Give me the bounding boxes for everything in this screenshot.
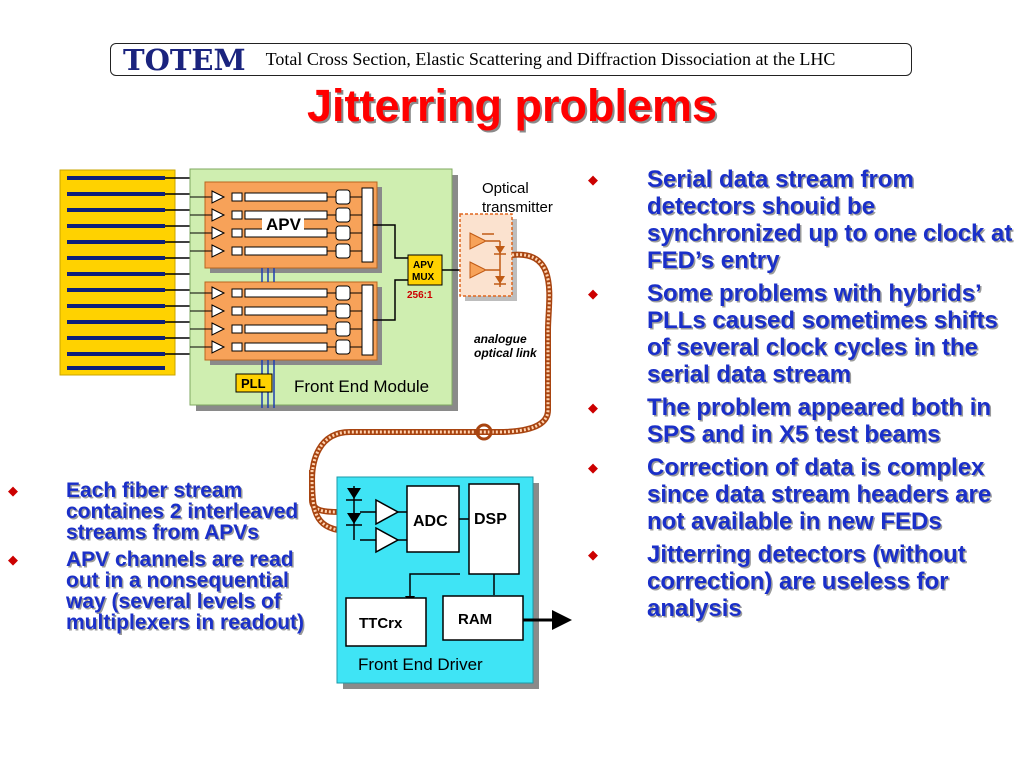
list-item: ◆ Jitterring detectors (without correcti… <box>588 541 966 622</box>
left-bullet-list: ◆ Each fiber stream containes 2 interlea… <box>8 480 308 639</box>
pll-block: PLL <box>235 373 273 393</box>
pll-label: PLL <box>241 376 266 391</box>
ttcrx-label: TTCrx <box>359 615 403 632</box>
dsp-label: DSP <box>474 511 507 528</box>
list-item: ◆ Serial data stream from detectors shou… <box>588 166 1013 274</box>
optical-transmitter: Optical transmitter <box>459 180 553 301</box>
diamond-bullet-icon: ◆ <box>8 483 18 498</box>
mux-ratio: 256:1 <box>407 290 433 301</box>
ram-label: RAM <box>458 611 492 628</box>
diamond-bullet-icon: ◆ <box>588 172 598 187</box>
adc-label: ADC <box>413 513 448 530</box>
slide-title: Jitterring problems <box>306 80 718 131</box>
front-end-driver-label: Front End Driver <box>358 655 483 674</box>
header-subtitle: Total Cross Section, Elastic Scattering … <box>265 49 836 69</box>
diamond-bullet-icon: ◆ <box>588 400 598 415</box>
detector-strips <box>59 169 190 376</box>
optical-link-label-1: analogue <box>474 332 527 346</box>
list-item: ◆ Correction of data is complex since da… <box>588 454 992 535</box>
totem-logo: TOTEM <box>123 42 246 77</box>
diamond-bullet-icon: ◆ <box>588 547 598 562</box>
header-banner: TOTEM Total Cross Section, Elastic Scatt… <box>110 43 912 76</box>
diamond-bullet-icon: ◆ <box>588 286 598 301</box>
list-item: ◆ APV channels are read out in a nonsequ… <box>8 548 305 634</box>
optical-fiber: analogue optical link <box>309 251 553 533</box>
diamond-bullet-icon: ◆ <box>8 552 18 567</box>
list-item: ◆ The problem appeared both in SPS and i… <box>588 394 992 448</box>
apv-label: APV <box>266 215 302 234</box>
apv-mux-line2: MUX <box>412 272 435 283</box>
front-end-module-label: Front End Module <box>294 377 429 396</box>
front-end-driver: Front End Driver ADC DSP TTCrx RAM <box>336 476 572 689</box>
right-bullet-list: ◆ Serial data stream from detectors shou… <box>588 166 1020 628</box>
optical-transmitter-label-1: Optical <box>482 180 529 197</box>
apv-mux-line1: APV <box>413 260 434 271</box>
apv-chip-lower <box>190 281 382 365</box>
apv-chip-upper: APV <box>190 181 382 273</box>
list-item: ◆ Some problems with hybrids’ PLLs cause… <box>588 280 998 388</box>
optical-link-label-2: optical link <box>474 346 538 360</box>
output-arrow-icon <box>552 610 572 630</box>
diamond-bullet-icon: ◆ <box>588 460 598 475</box>
list-item: ◆ Each fiber stream containes 2 interlea… <box>8 479 299 544</box>
optical-transmitter-label-2: transmitter <box>482 199 553 216</box>
apv-mux: APV MUX 256:1 <box>373 224 462 321</box>
